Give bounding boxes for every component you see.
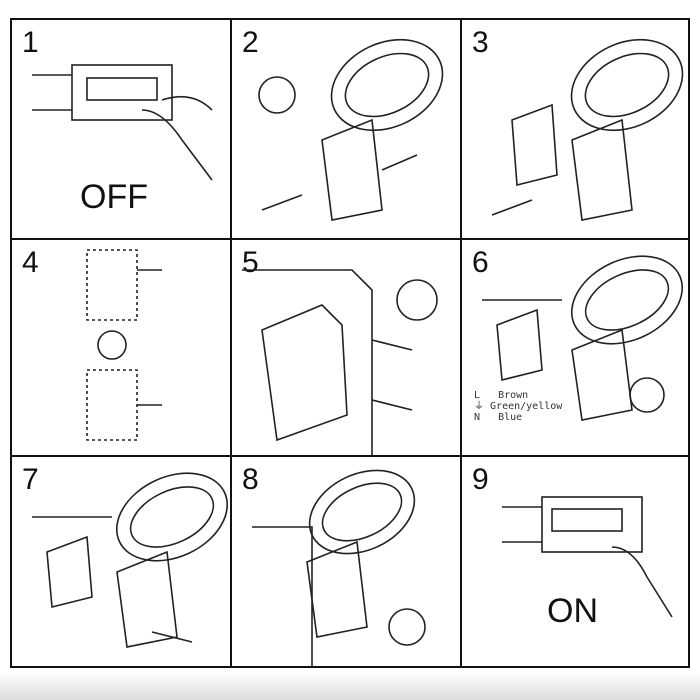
wire-color-label: Brown (498, 390, 529, 401)
wire-color-label: Green/yellow (490, 401, 563, 412)
step-9-panel: 9 ON (462, 457, 688, 666)
step-number: 2 (242, 26, 259, 59)
step-number: 8 (242, 463, 259, 496)
step-1-panel: 1 OFF (12, 20, 232, 240)
step-number: 1 (22, 26, 39, 59)
step-2-panel: 2 (232, 20, 462, 240)
lamp-cover-removal-icon (258, 38, 444, 221)
bracket-mounting-screws-icon (242, 269, 438, 455)
step-number: 9 (472, 463, 489, 496)
terminal-label: L (474, 390, 481, 401)
step-8-panel: 8 (232, 457, 462, 666)
step-caption: ON (547, 592, 598, 630)
step-number: 6 (472, 246, 489, 279)
step-number: 3 (472, 26, 489, 59)
wall-drilling-plugs-icon (86, 249, 162, 441)
breaker-switch-on-icon (502, 496, 673, 618)
step-5-panel: 5 (232, 240, 462, 457)
terminal-label: ⏚ (474, 401, 484, 412)
breaker-switch-off-icon (32, 64, 213, 181)
wiring-connection-icon (482, 255, 684, 421)
step-4-panel: 4 (12, 240, 232, 457)
instruction-grid: 1 OFF 2 3 4 5 6 L Brown ⏚ Green/yellow N… (10, 18, 690, 668)
tighten-screws-icon (252, 469, 426, 666)
step-number: 7 (22, 463, 39, 496)
bottom-edge (0, 672, 700, 700)
step-caption: OFF (80, 178, 148, 216)
lamp-bracket-separate-icon (491, 38, 684, 221)
terminal-label: N (474, 412, 481, 423)
step-number: 4 (22, 246, 39, 279)
step-7-panel: 7 (12, 457, 232, 666)
attach-lamp-icon (32, 472, 229, 648)
step-3-panel: 3 (462, 20, 688, 240)
wire-color-label: Blue (498, 412, 523, 423)
step-6-panel: 6 L Brown ⏚ Green/yellow N Blue (462, 240, 688, 457)
wiring-legend: L Brown ⏚ Green/yellow N Blue (474, 390, 562, 423)
